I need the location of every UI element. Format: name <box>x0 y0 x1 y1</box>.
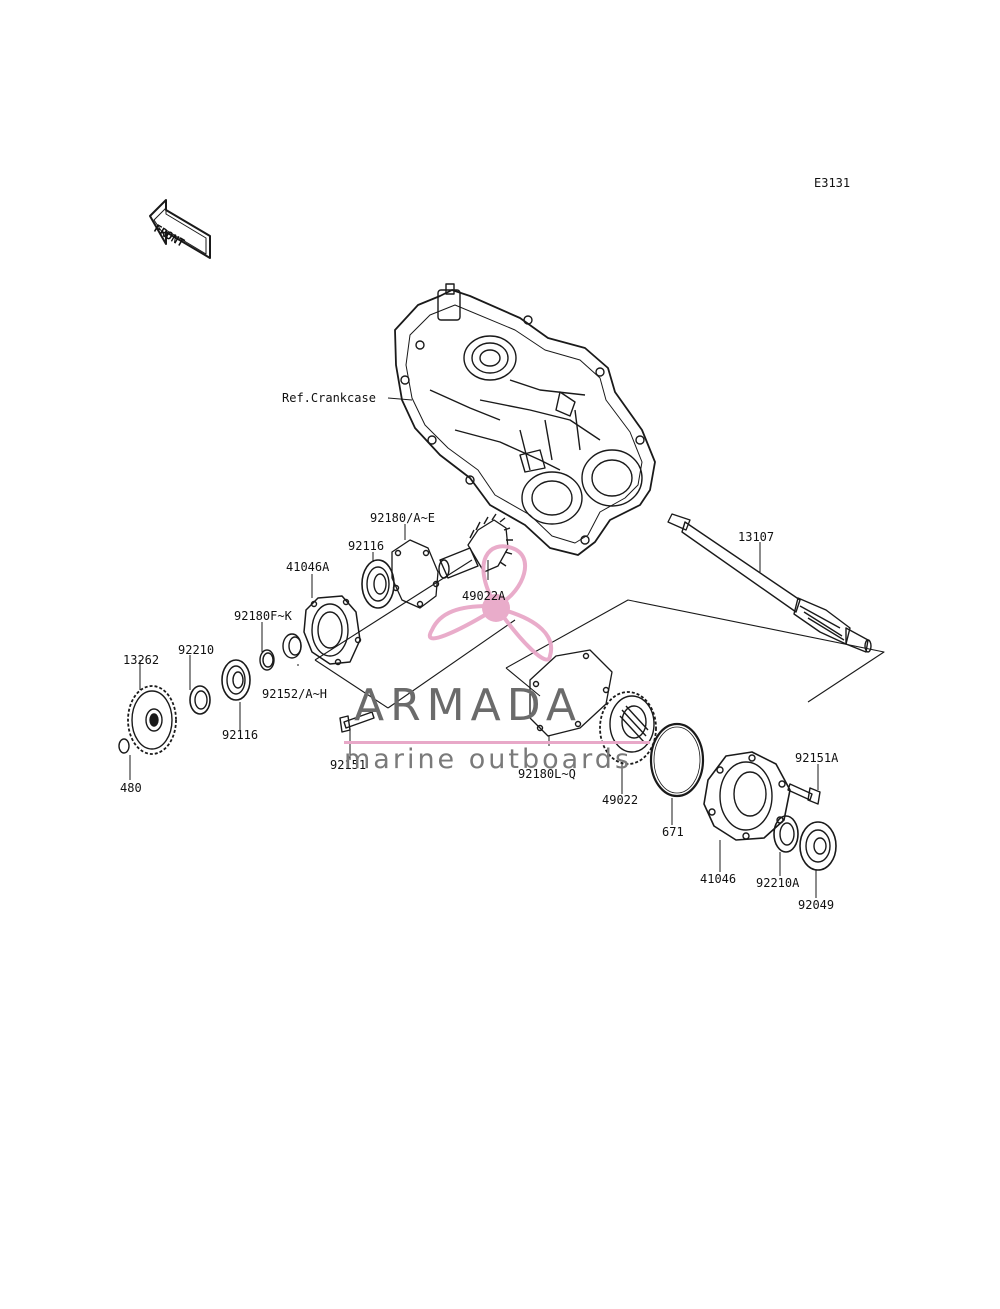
bevel-gear-49022-drawing <box>599 691 657 765</box>
leader-lines <box>129 397 819 898</box>
crankcase-drawing <box>394 283 656 556</box>
collar-92152-drawing <box>282 633 302 659</box>
bearing-92116-lower-drawing <box>221 659 251 701</box>
part-label-92180fk: 92180F~K <box>234 609 292 623</box>
o-ring-671-drawing <box>649 722 705 798</box>
part-label-13262: 13262 <box>123 653 160 667</box>
part-label-92116-upper: 92116 <box>348 539 385 553</box>
part-label-13107: 13107 <box>738 530 775 544</box>
watermark-tagline: marine outboards <box>344 744 633 775</box>
part-label-41046: 41046 <box>700 872 737 886</box>
part-label-480: 480 <box>120 781 142 795</box>
armada-logo-icon <box>427 544 554 662</box>
part-label-92180ae: 92180/A~E <box>370 511 436 525</box>
seal-92049-drawing <box>799 821 837 871</box>
gasket-92180ae-drawing <box>391 539 440 609</box>
bevel-gear-49022a-drawing <box>438 513 513 579</box>
oil-seal-92210a-drawing <box>773 815 799 853</box>
part-label-49022: 49022 <box>602 793 639 807</box>
bearing-housing-41046-drawing <box>703 751 791 841</box>
ref-crankcase-label: Ref.Crankcase <box>282 391 376 405</box>
part-label-671: 671 <box>662 825 684 839</box>
part-label-92152: 92152/A~H <box>262 687 328 701</box>
part-label-92049: 92049 <box>798 898 835 912</box>
watermark-rule <box>344 741 650 744</box>
gasket-92180lq-drawing <box>529 649 613 737</box>
circlip-480-drawing <box>118 738 130 754</box>
part-label-92151: 92151 <box>330 758 367 772</box>
shim-92180fk-drawing <box>259 649 275 671</box>
part-label-41046a: 41046A <box>286 560 330 574</box>
assembly-outline <box>314 559 885 709</box>
part-label-92151a: 92151A <box>795 751 839 765</box>
part-label-92116-lower: 92116 <box>222 728 259 742</box>
part-label-92180lq: 92180L~Q <box>518 767 576 781</box>
part-label-49022a: 49022A <box>462 589 506 603</box>
bearing-housing-41046a-drawing <box>303 595 362 666</box>
part-label-92210: 92210 <box>178 643 215 657</box>
diagram-code: E3131 <box>814 176 851 190</box>
bearing-92116-upper-drawing <box>361 559 395 609</box>
gear-13262-drawing <box>127 685 177 755</box>
front-arrow-icon <box>149 199 211 259</box>
part-label-92210a: 92210A <box>756 876 800 890</box>
watermark-brand: ARMADA <box>354 680 582 731</box>
bolt-92151a-drawing <box>787 783 821 805</box>
oil-seal-92210-drawing <box>189 685 211 715</box>
